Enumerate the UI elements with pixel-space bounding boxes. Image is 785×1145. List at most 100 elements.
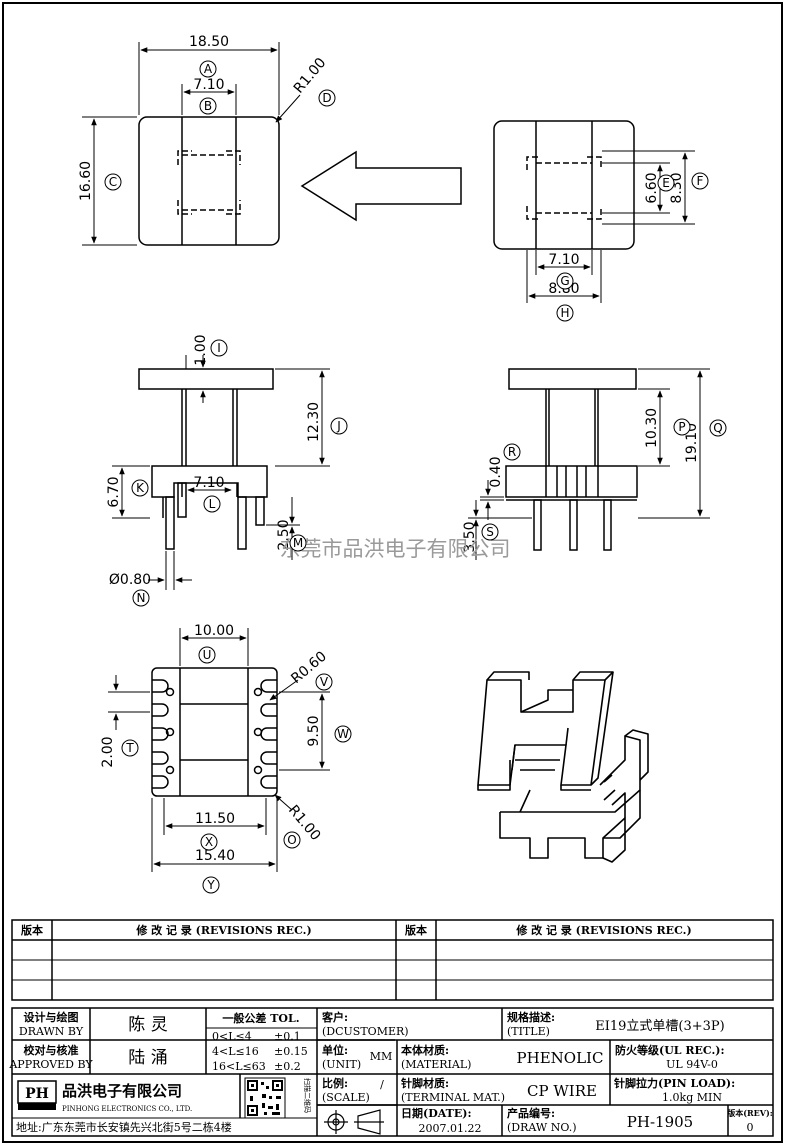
dim-S-value: 3.50 [462,521,478,552]
letter-label-n: N [137,591,146,605]
material-en: (MATERIAL) [401,1058,471,1071]
letter-label-y: Y [206,878,215,892]
unit-en: (UNIT) [322,1058,361,1071]
ul-value: UL 94V-0 [666,1058,718,1071]
scale-en: (SCALE) [322,1091,370,1104]
pinload-value: 1.0kg MIN [662,1091,722,1104]
company-cn: 品洪电子有限公司 [62,1082,182,1100]
view-front [138,368,274,550]
letter-circle-c [104,173,122,191]
view-top-right [493,120,635,250]
tol-range-3: 16<L≤63 [212,1060,266,1073]
letter-circle-v [315,673,333,691]
letter-label-m: M [293,536,303,550]
letter-circle-m [289,534,307,552]
drawn-by-name: 陈 灵 [128,1015,167,1035]
dim-J-value: 12.30 [306,402,322,442]
letter-circle-d [318,89,336,107]
rev-col-rec-right: 修 改 记 录 (REVISIONS REC.) [515,923,691,937]
terminal-cn: 针脚材质: [401,1076,449,1090]
tol-range-2: 4<L≤16 [212,1045,259,1058]
terminal-value: CP WIRE [527,1082,597,1100]
dim-A-value: 18.50 [189,34,229,50]
view3-dimensions [112,355,330,590]
view-bottom [151,667,278,797]
view5-dimensions [108,628,330,872]
view1-dimensions [82,42,301,246]
drawn-by-cn: 设计与绘图 [24,1010,79,1024]
letter-label-i: I [217,341,221,355]
letter-label-h: H [560,306,569,320]
tol-value-2: ±0.15 [274,1045,308,1058]
dim-R-value: 0.40 [488,456,504,487]
qr-code [244,1077,286,1119]
view-top-left [138,116,280,246]
letter-label-e: E [662,176,670,190]
qr-caption: 扫描二维码 [303,1078,312,1113]
drawno-en: (DRAW NO.) [507,1121,576,1134]
letter-label-j: J [336,419,341,433]
letter-label-r: R [508,445,516,459]
rev-col-ver-left: 版本 [21,923,43,937]
title-value: EI19立式单槽(3+3P) [595,1019,725,1034]
tol-value-1: ±0.1 [274,1030,301,1043]
unit-value: MM [370,1050,393,1063]
tol-value-3: ±0.2 [274,1060,301,1073]
letter-circle-y [202,876,220,894]
letter-circle-o [283,831,301,849]
letter-circle-r [503,443,521,461]
letter-label-v: V [320,675,329,689]
letter-circle-l [203,495,221,513]
letter-label-c: C [109,175,117,189]
drawn-by-en: DRAWN BY [19,1025,84,1038]
dim-T-value: 2.00 [100,736,116,767]
logo-text: PH [25,1086,49,1102]
watermark: 东莞市品洪电子有限公司 [280,537,511,561]
approved-by-en: APPROVED BY [8,1058,93,1071]
title-cn: 规格描述: [507,1010,555,1024]
rev-cn: 版本(REV): [726,1108,773,1118]
dim-Y-value: 15.40 [195,848,235,864]
letter-circle-f [691,172,709,190]
letter-label-s: S [486,525,494,539]
letter-circle-b [199,97,217,115]
dim-B-value: 7.10 [193,77,224,93]
letter-circle-s [481,523,499,541]
approved-by-cn: 校对与核准 [24,1043,79,1057]
company-en: PINHONG ELECTRONICS CO., LTD. [62,1105,192,1113]
letter-circle-t [121,739,139,757]
projection-symbol-icon [324,1109,384,1135]
tolerance-title: 一般公差 TOL. [222,1011,299,1025]
letter-label-a: A [204,62,213,76]
tol-range-1: 0<L≤4 [212,1030,252,1043]
material-value: PHENOLIC [517,1049,604,1067]
ul-cn: 防火等级(UL REC.): [615,1043,725,1057]
dim-E-value: 6.60 [644,172,660,203]
company-logo [17,1080,57,1110]
company-address: 地址:广东东莞市长安镇先兴北街5号二栋4楼 [16,1120,232,1134]
title-block-grid [11,1007,774,1137]
letter-label-p: P [678,420,685,434]
letter-circle-i [210,339,228,357]
material-cn: 本体材质: [401,1043,449,1057]
letter-label-f: F [697,174,704,188]
letter-label-k: K [136,481,145,495]
customer-en: (DCUSTOMER) [322,1025,409,1038]
dim-M-value: 2.50 [276,519,292,550]
rev-col-rec-left: 修 改 记 录 (REVISIONS REC.) [135,923,311,937]
letter-circle-k [131,479,149,497]
unit-cn: 单位: [322,1043,348,1057]
scale-value: / [380,1078,384,1091]
customer-cn: 客户: [321,1010,348,1024]
scale-cn: 比例: [322,1076,348,1090]
dim-C-value: 16.60 [78,161,94,201]
dim-I-value: 1.00 [193,334,209,365]
letter-label-g: G [560,274,569,288]
approved-by-name: 陆 涌 [128,1048,167,1068]
drawno-cn: 产品编号: [507,1106,555,1120]
title-en: (TITLE) [507,1025,550,1038]
letter-label-x: X [205,835,213,849]
dim-W-value: 9.50 [306,715,322,746]
